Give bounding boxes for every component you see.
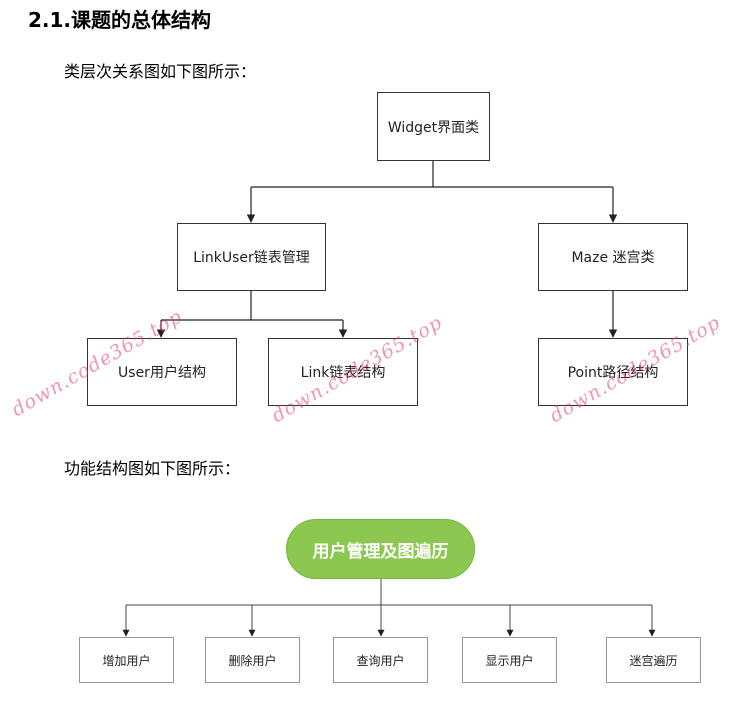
- linkuser-class-box: LinkUser链表管理: [177, 223, 326, 291]
- function-item: 迷宫遍历: [606, 637, 701, 683]
- function-item: 增加用户: [79, 637, 174, 683]
- class-diagram-intro: 类层次关系图如下图所示：: [64, 62, 257, 81]
- user-struct-box: User用户结构: [87, 338, 237, 406]
- function-item: 显示用户: [462, 637, 557, 683]
- function-diagram-intro: 功能结构图如下图所示：: [64, 459, 241, 478]
- point-struct-box: Point路径结构: [538, 338, 688, 406]
- maze-class-box: Maze 迷宫类: [538, 223, 688, 291]
- widget-class-box: Widget界面类: [377, 92, 490, 161]
- section-heading: 2.1.课题的总体结构: [28, 8, 212, 32]
- function-item: 查询用户: [333, 637, 428, 683]
- function-item: 删除用户: [205, 637, 300, 683]
- function-root-node: 用户管理及图遍历: [286, 519, 475, 579]
- link-struct-box: Link链表结构: [268, 338, 418, 406]
